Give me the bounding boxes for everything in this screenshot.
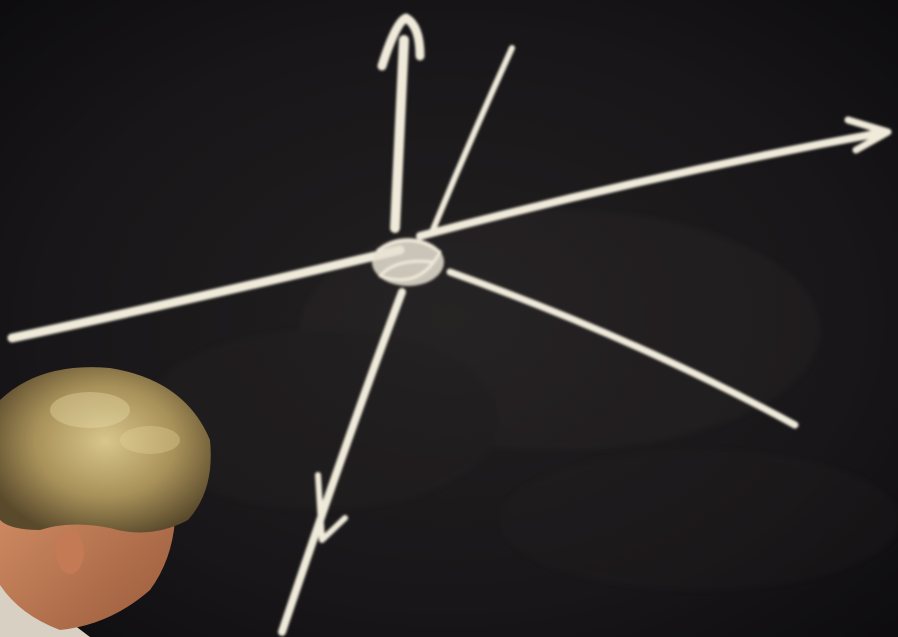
origin-scribble <box>372 238 444 286</box>
person-ear <box>56 530 84 574</box>
